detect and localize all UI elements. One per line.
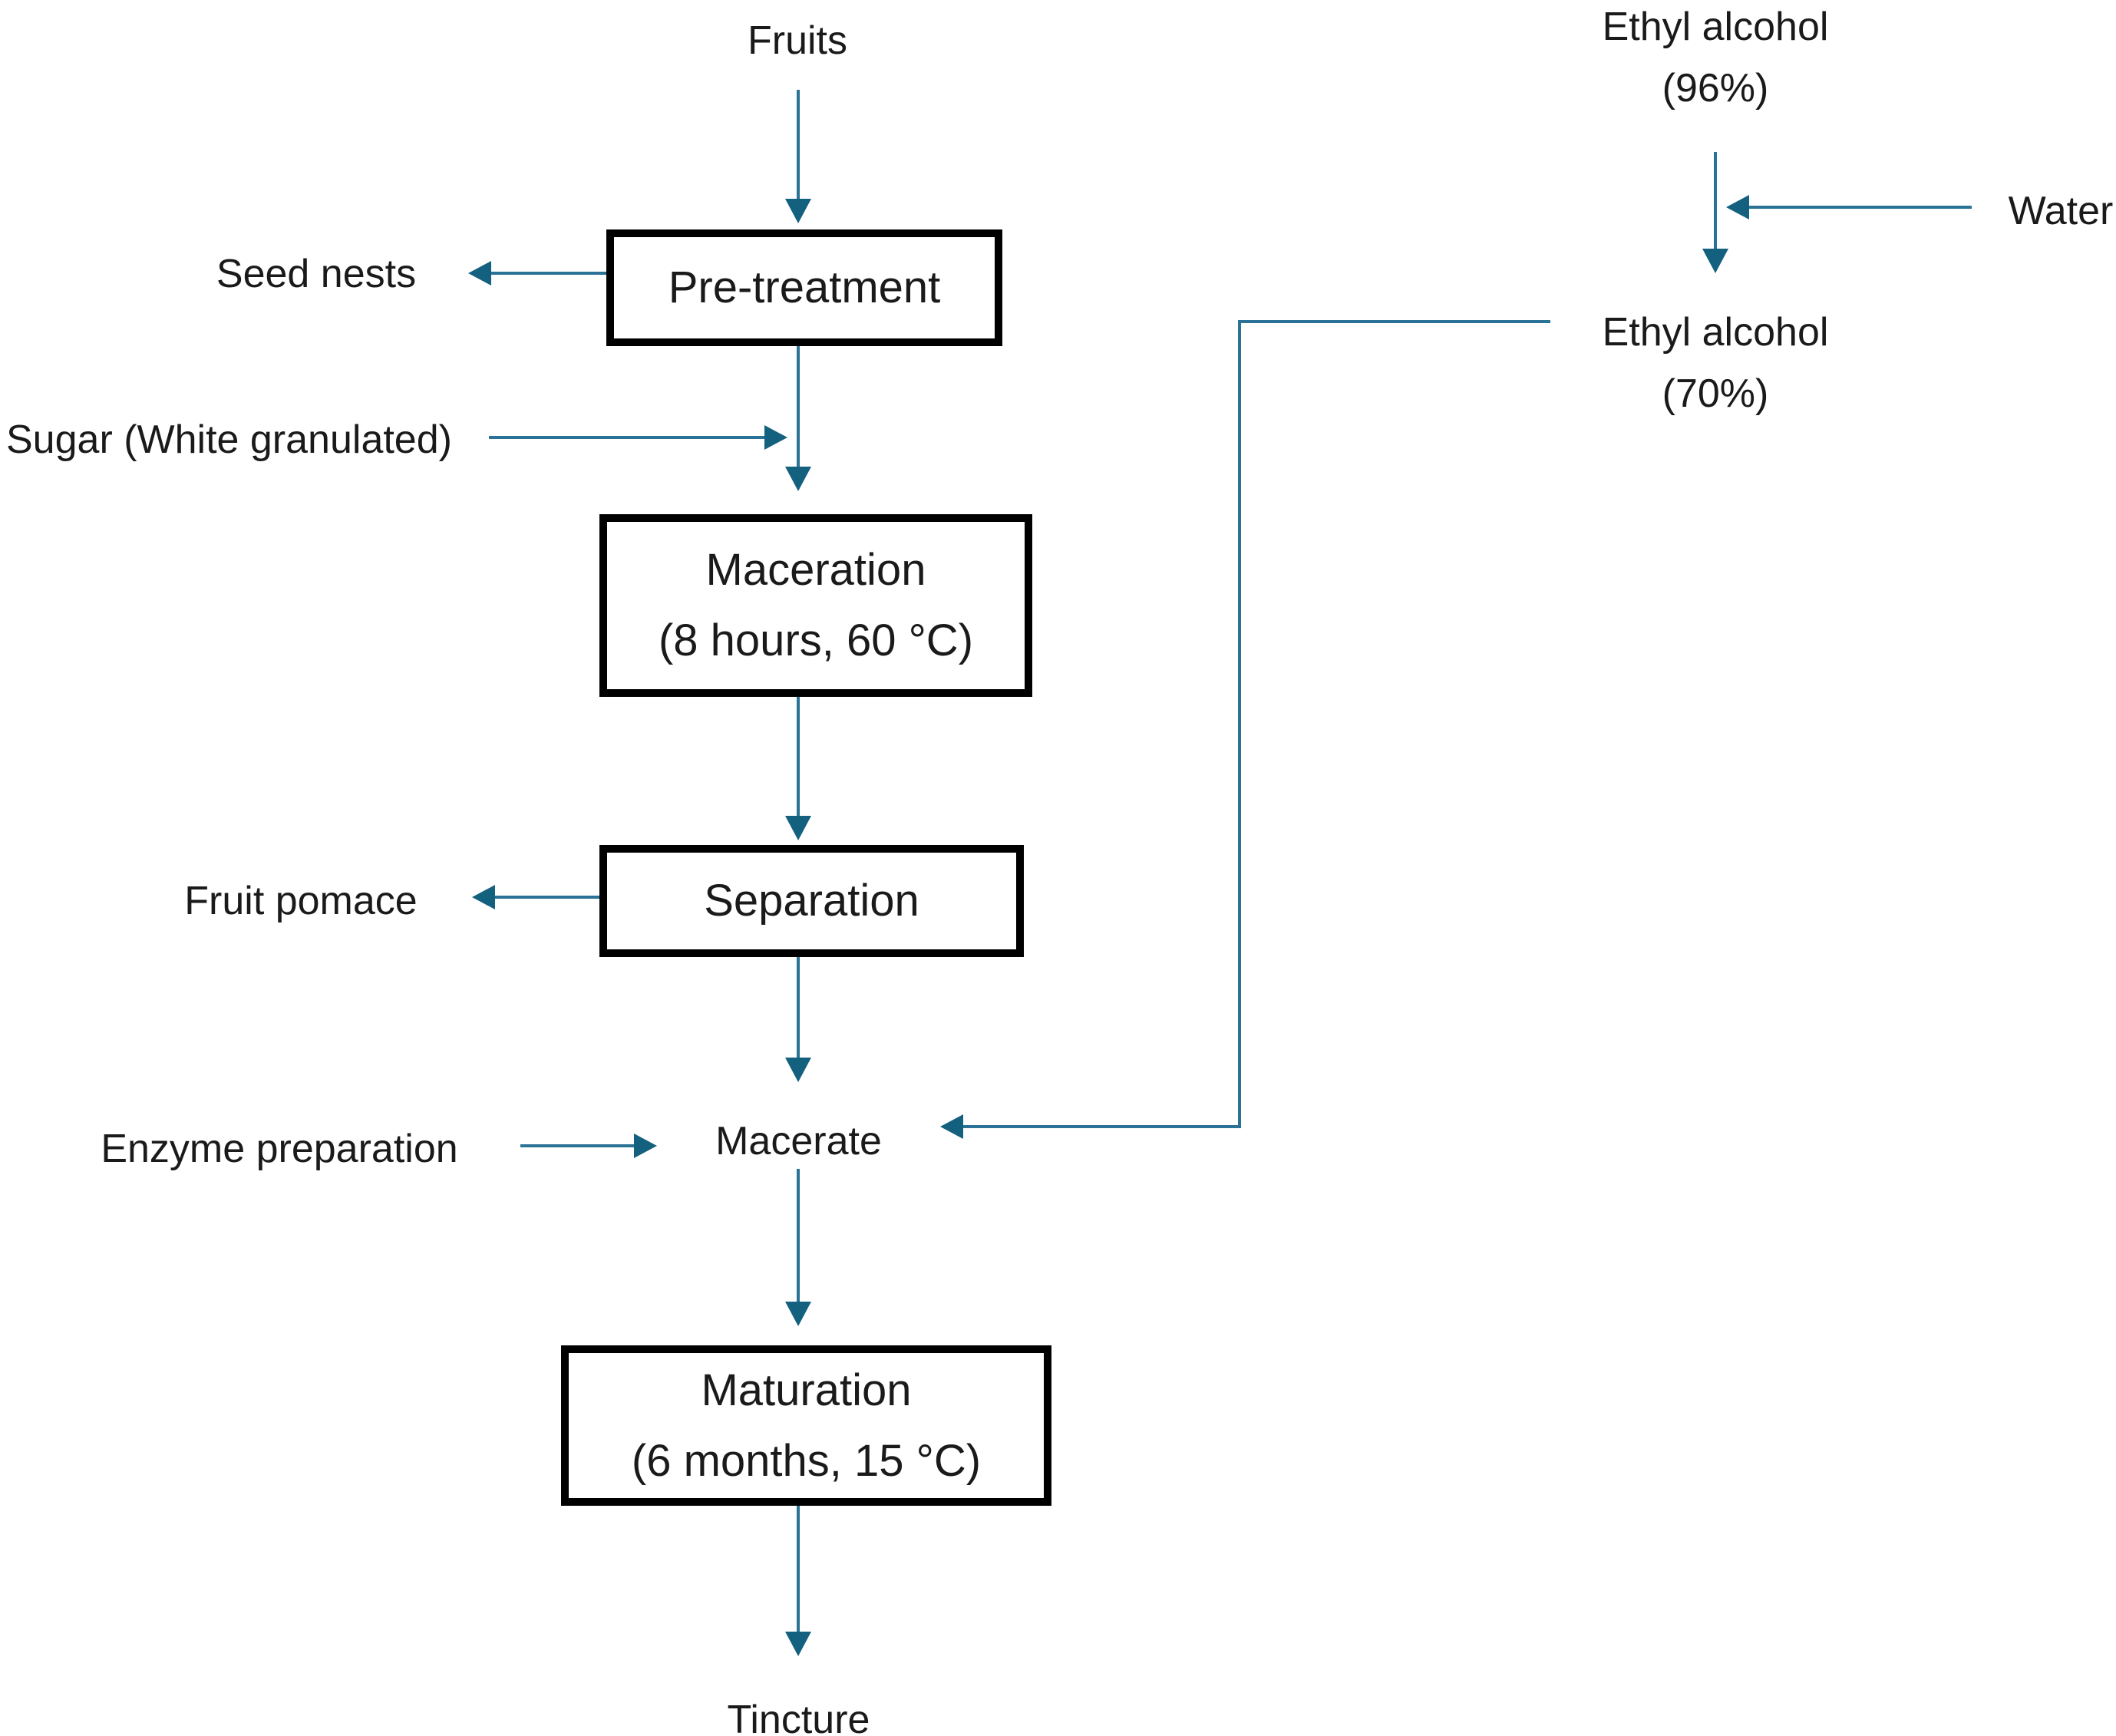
line-maceration-to-separation xyxy=(797,697,800,816)
label-ethyl-alcohol-96: Ethyl alcohol (96%) xyxy=(1585,6,1846,109)
line-separation-to-macerate xyxy=(797,957,800,1058)
label-fruits: Fruits xyxy=(748,18,847,63)
label-ethyl-alcohol-70-name: Ethyl alcohol xyxy=(1602,310,1829,355)
label-ethyl-alcohol-70: Ethyl alcohol (70%) xyxy=(1585,312,1846,414)
label-ethyl-alcohol-96-name: Ethyl alcohol xyxy=(1602,5,1829,49)
line-pretreatment-to-maceration xyxy=(797,346,800,467)
label-seed-nests: Seed nests xyxy=(216,252,417,296)
arrowhead-macerate-to-maturation xyxy=(785,1302,811,1326)
box-separation-label: Separation xyxy=(704,876,919,926)
box-separation: Separation xyxy=(599,845,1024,957)
arrowhead-separation-to-fruit-pomace xyxy=(472,885,495,909)
arrowhead-maceration-to-separation xyxy=(785,816,811,840)
box-maturation: Maturation (6 months, 15 °C) xyxy=(561,1345,1051,1506)
arrowhead-pretreatment-to-seed-nests xyxy=(468,261,491,285)
label-water: Water xyxy=(2008,189,2114,233)
box-maturation-label: Maturation xyxy=(701,1365,912,1415)
box-pretreatment-label: Pre-treatment xyxy=(668,262,941,312)
arrowhead-enzyme-to-macerate xyxy=(634,1134,657,1158)
arrowhead-fruits-to-pretreatment xyxy=(785,199,811,223)
box-maceration-condition: (8 hours, 60 °C) xyxy=(658,616,974,665)
line-enzyme-to-macerate xyxy=(520,1144,634,1147)
arrowhead-ethyl70-to-macerate xyxy=(940,1114,963,1139)
label-sugar: Sugar (White granulated) xyxy=(6,417,452,462)
arrowhead-ethyl96-to-ethyl70 xyxy=(1702,249,1728,273)
line-separation-to-fruit-pomace xyxy=(495,896,599,899)
label-macerate: Macerate xyxy=(715,1119,882,1163)
label-tincture: Tincture xyxy=(727,1698,870,1736)
line-macerate-to-maturation xyxy=(797,1169,800,1302)
label-enzyme-preparation: Enzyme preparation xyxy=(101,1127,458,1171)
box-maceration: Maceration (8 hours, 60 °C) xyxy=(599,514,1032,697)
line-maturation-to-tincture xyxy=(797,1506,800,1632)
line-sugar-to-flow xyxy=(489,436,764,439)
arrowhead-maturation-to-tincture xyxy=(785,1632,811,1656)
label-ethyl-alcohol-70-strength: (70%) xyxy=(1662,371,1769,416)
line-pretreatment-to-seed-nests xyxy=(491,272,606,275)
line-ethyl70-connector-vertical xyxy=(1238,320,1241,1128)
label-ethyl-alcohol-96-strength: (96%) xyxy=(1662,66,1769,111)
line-ethyl70-to-macerate xyxy=(963,1125,1241,1128)
box-maturation-condition: (6 months, 15 °C) xyxy=(631,1435,982,1486)
arrowhead-pretreatment-to-maceration xyxy=(785,467,811,491)
label-fruit-pomace: Fruit pomace xyxy=(184,879,418,923)
box-pretreatment: Pre-treatment xyxy=(606,229,1002,346)
arrowhead-water-to-ethyl xyxy=(1726,195,1749,219)
line-water-to-ethyl xyxy=(1749,206,1972,209)
line-ethyl70-connector-horizontal xyxy=(1240,320,1550,323)
line-fruits-to-pretreatment xyxy=(797,90,800,199)
box-maceration-label: Maceration xyxy=(705,545,926,595)
arrowhead-separation-to-macerate xyxy=(785,1058,811,1082)
arrowhead-sugar-to-flow xyxy=(764,425,787,450)
line-ethyl96-to-ethyl70 xyxy=(1714,152,1717,249)
